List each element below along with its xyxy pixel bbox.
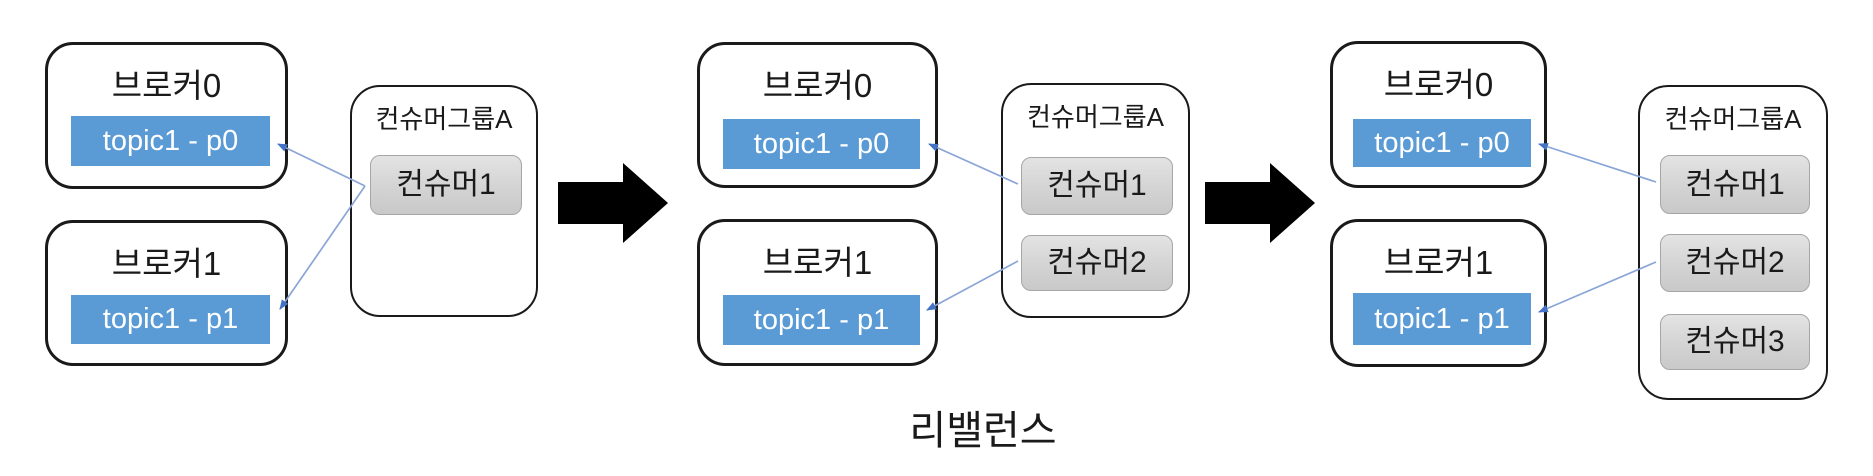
transition-arrow-1: [558, 163, 668, 243]
panel1-consumer-group-title: 컨슈머그룹A: [375, 104, 513, 134]
panel1-consumer-group-box: 컨슈머그룹A 컨슈머1: [350, 85, 538, 317]
panel2-consumer2-box: 컨슈머2: [1021, 235, 1173, 291]
panel1-consumer1-box: 컨슈머1: [370, 155, 522, 215]
rebalance-caption: 리밸런스: [909, 409, 1057, 453]
panel2-consumer1-box: 컨슈머1: [1021, 157, 1173, 215]
panel3-broker1-title: 브로커1: [1383, 244, 1494, 281]
panel2-broker1-title: 브로커1: [762, 244, 873, 281]
panel1-partition-p1: topic1 - p1: [71, 295, 270, 344]
panel1-broker1-box: 브로커1 topic1 - p1: [45, 220, 288, 366]
panel3-broker0-box: 브로커0 topic1 - p0: [1330, 41, 1547, 188]
panel3-consumer-group-box: 컨슈머그룹A 컨슈머1 컨슈머2 컨슈머3: [1638, 85, 1828, 400]
panel2-partition-p0: topic1 - p0: [723, 119, 920, 169]
panel1-broker0-box: 브로커0 topic1 - p0: [45, 42, 288, 189]
panel2-broker0-title: 브로커0: [762, 67, 873, 104]
panel1-broker1-title: 브로커1: [111, 245, 222, 282]
panel3-consumer2-box: 컨슈머2: [1660, 234, 1810, 292]
panel1-partition-p0: topic1 - p0: [71, 116, 270, 166]
panel2-consumer-group-title: 컨슈머그룹A: [1027, 102, 1164, 132]
transition-arrow-2: [1205, 163, 1315, 243]
panel3-partition-p0: topic1 - p0: [1353, 119, 1531, 167]
panel2-broker1-box: 브로커1 topic1 - p1: [697, 219, 938, 366]
panel2-broker0-box: 브로커0 topic1 - p0: [697, 42, 938, 188]
panel3-consumer3-box: 컨슈머3: [1660, 314, 1810, 370]
panel2-consumer-group-box: 컨슈머그룹A 컨슈머1 컨슈머2: [1001, 83, 1190, 318]
panel3-consumer1-box: 컨슈머1: [1660, 155, 1810, 214]
panel3-broker1-box: 브로커1 topic1 - p1: [1330, 219, 1547, 367]
panel1-broker0-title: 브로커0: [111, 67, 222, 104]
panel3-partition-p1: topic1 - p1: [1353, 293, 1531, 345]
panel3-broker0-title: 브로커0: [1383, 66, 1494, 103]
panel2-partition-p1: topic1 - p1: [723, 295, 920, 345]
panel3-consumer-group-title: 컨슈머그룹A: [1664, 104, 1802, 134]
